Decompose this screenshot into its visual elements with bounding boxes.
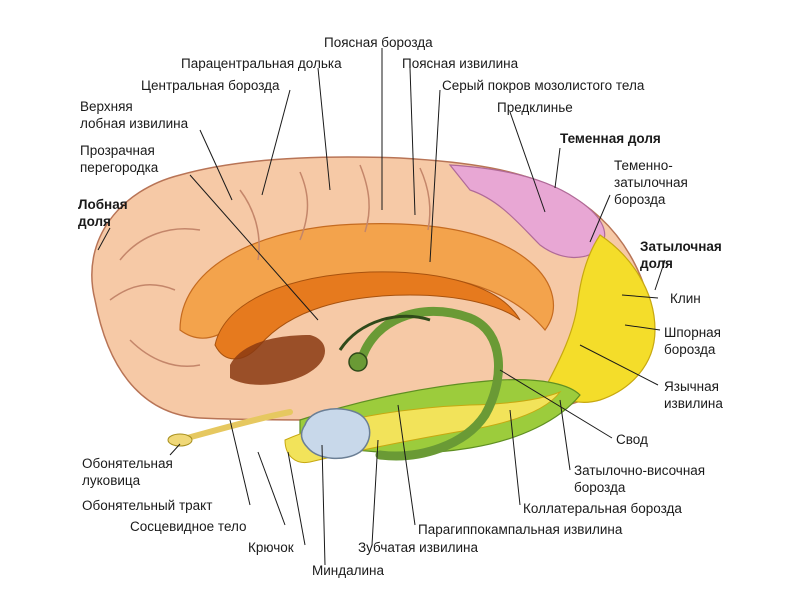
label-paragippokampalnaya: Парагиппокампальная извилина: [418, 522, 623, 537]
label-kryuchok: Крючок: [248, 540, 294, 555]
label-prozrachnaya-peregorodka: Прозрачная перегородка: [80, 143, 159, 175]
label-poyasnaya-borozda: Поясная борозда: [324, 35, 433, 50]
label-kollateralnaya: Коллатеральная борозда: [523, 501, 682, 516]
label-klin: Клин: [670, 291, 701, 306]
label-yazychnaya: Язычная извилина: [664, 379, 723, 411]
gyri-lines: [109, 164, 431, 367]
label-temenno-zatylochnaya: Теменно- затылочная борозда: [614, 158, 688, 207]
label-paracentralnaya-dolka: Парацентральная долька: [181, 56, 342, 71]
label-mindalina: Миндалина: [312, 563, 385, 578]
label-seryi-pokrov: Серый покров мозолистого тела: [442, 78, 645, 93]
fornix-shape: [355, 306, 503, 461]
label-obonyatelnyi-trakt: Обонятельный тракт: [82, 498, 213, 513]
label-temennaya-dolya: Теменная доля: [560, 131, 661, 146]
label-zatylochnaya-dolya: Затылочная доля: [640, 239, 722, 271]
fornix-inner: [338, 314, 431, 351]
label-lobnaya-dolya: Лобная доля: [78, 197, 128, 229]
leader-lines: [97, 48, 666, 566]
dark-inner-area: [230, 335, 325, 385]
label-zatylochno-visochnaya: Затылочно-височная борозда: [574, 463, 706, 495]
label-svod: Свод: [616, 432, 648, 447]
mammillary-body-shape: [348, 352, 368, 372]
occipital-lobe-shape: [544, 234, 656, 403]
label-zubchataya: Зубчатая извилина: [358, 540, 479, 555]
olfactory-bulb-shape: [167, 433, 193, 447]
amygdala-shape: [300, 408, 371, 460]
label-poyasnaya-izvilina: Поясная извилина: [402, 56, 519, 71]
label-obonyatelnaya-lukovica: Обонятельная луковица: [82, 456, 173, 488]
label-verkhnyaya-lobnaya: Верхняя лобная извилина: [80, 99, 189, 131]
label-shpornaya: Шпорная борозда: [664, 325, 721, 357]
label-predklinye: Предклинье: [497, 100, 573, 115]
label-soscevidnoe: Сосцевидное тело: [130, 519, 247, 534]
label-centralnaya-borozda: Центральная борозда: [141, 78, 280, 93]
